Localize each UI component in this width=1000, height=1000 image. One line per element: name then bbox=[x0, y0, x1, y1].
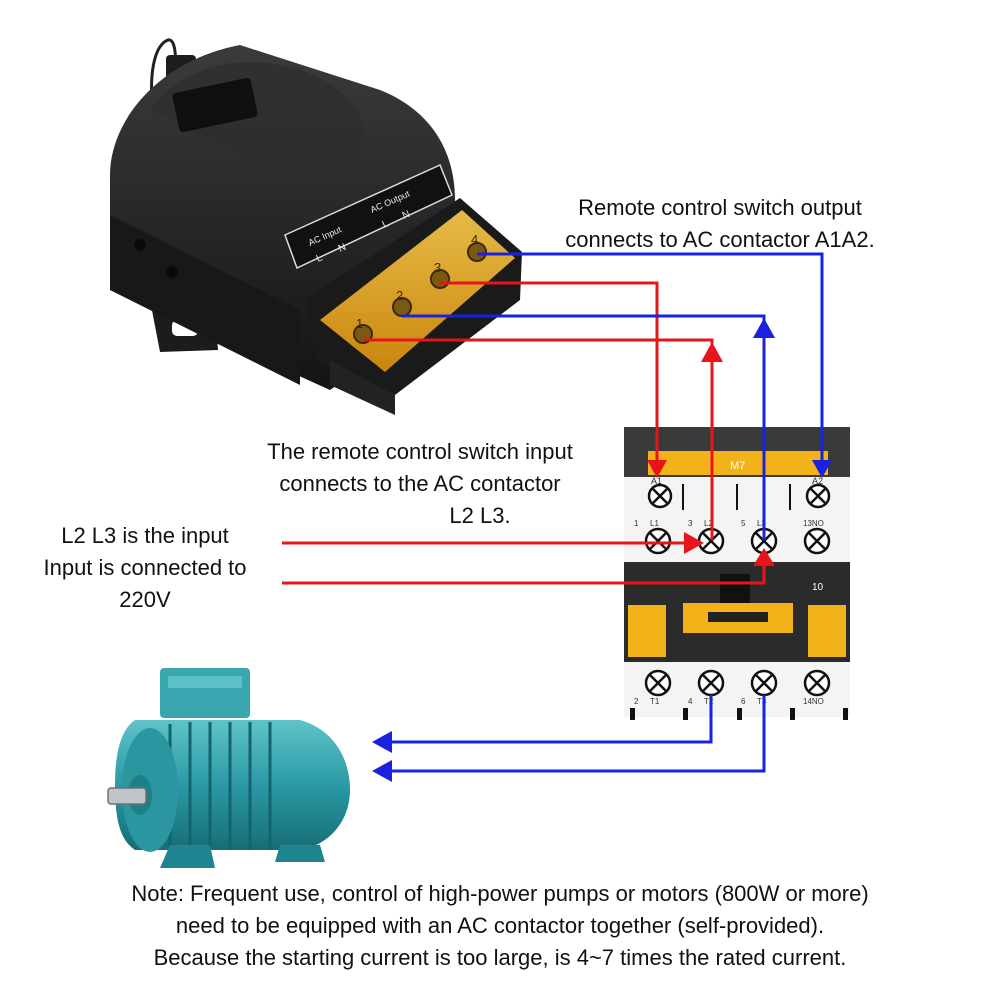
row1-label-3: 3 bbox=[688, 519, 693, 528]
terminal-14no-icon bbox=[803, 669, 831, 697]
note-line: need to be equipped with an AC contactor… bbox=[175, 913, 825, 938]
electric-motor bbox=[107, 668, 350, 868]
caption-relay-output: Remote control switch output connects to… bbox=[520, 192, 920, 256]
terminal-l1-icon bbox=[644, 527, 672, 555]
terminal-label-panel bbox=[284, 163, 453, 270]
relay-input-pin-l: L bbox=[315, 252, 325, 264]
terminal-t2-icon bbox=[697, 669, 725, 697]
wire-t2-to-motor bbox=[392, 695, 713, 744]
footer-note: Note: Frequent use, control of high-powe… bbox=[20, 878, 980, 974]
terminal-number-3: 3 bbox=[434, 260, 441, 275]
relay-output-pin-l: L bbox=[381, 218, 391, 230]
label-a1: A1 bbox=[651, 476, 662, 486]
motor-shaft bbox=[107, 787, 147, 805]
terminal-t3-icon bbox=[750, 669, 778, 697]
row1-label-l1: L1 bbox=[650, 519, 659, 528]
wire-l3-to-relay-input bbox=[402, 314, 766, 540]
caption-line: The remote control switch input bbox=[267, 439, 573, 464]
wire-output-to-a1 bbox=[440, 281, 659, 462]
terminal-number-1: 1 bbox=[356, 316, 363, 331]
caption-line: 220V bbox=[119, 587, 171, 612]
row2-label-t1: T1 bbox=[650, 697, 660, 706]
caption-line: connects to AC contactor A1A2. bbox=[565, 227, 875, 252]
terminal-t1-icon bbox=[644, 669, 672, 697]
note-line: Note: Frequent use, control of high-powe… bbox=[131, 881, 869, 906]
row1-label-l2: L2 bbox=[704, 519, 713, 528]
ac-contactor: M7 A1 A2 1 L1 3 L2 5 L3 13NO bbox=[624, 427, 850, 720]
row2-label-14no: 14NO bbox=[803, 697, 824, 706]
wires bbox=[282, 252, 832, 782]
note-line: Because the starting current is too larg… bbox=[153, 945, 847, 970]
relay-output-pin-n: N bbox=[401, 209, 412, 222]
terminal-number-4: 4 bbox=[471, 232, 478, 247]
caption-line: connects to the AC contactor bbox=[279, 471, 561, 496]
wire-l2-to-relay-input bbox=[363, 338, 714, 540]
motor-foot bbox=[160, 845, 215, 868]
remote-control-relay: AC Input AC Output L N L N 1 2 3 4 bbox=[110, 38, 522, 415]
wire-t3-to-motor bbox=[392, 695, 766, 773]
row2-label-4: 4 bbox=[688, 697, 693, 706]
caption-l2-l3-input: L2 L3 is the input Input is connected to… bbox=[10, 520, 280, 616]
relay-window bbox=[172, 77, 258, 133]
terminal-number-2: 2 bbox=[396, 288, 403, 303]
contactor-aux-number: 10 bbox=[812, 582, 824, 593]
caption-line: L2 L3. bbox=[449, 503, 511, 528]
caption-relay-input: The remote control switch input connects… bbox=[225, 436, 615, 532]
terminal-a2-icon bbox=[805, 483, 831, 509]
label-a2: A2 bbox=[812, 476, 823, 486]
wire-output-to-a2 bbox=[477, 252, 824, 462]
contactor-top-bar bbox=[648, 451, 828, 475]
terminal-a1-icon bbox=[647, 483, 673, 509]
row2-label-t2: T2 bbox=[704, 697, 714, 706]
caption-line: L2 L3 is the input bbox=[61, 523, 229, 548]
wire-220v-l3 bbox=[282, 566, 766, 585]
terminal-13no-icon bbox=[803, 527, 831, 555]
row2-label-2: 2 bbox=[634, 697, 639, 706]
row1-label-l3: L3 bbox=[757, 519, 766, 528]
row1-label-5: 5 bbox=[741, 519, 746, 528]
caption-line: Remote control switch output bbox=[578, 195, 862, 220]
row1-label-1: 1 bbox=[634, 519, 639, 528]
motor-terminal-box bbox=[160, 668, 250, 718]
caption-line: Input is connected to bbox=[43, 555, 247, 580]
row1-label-13no: 13NO bbox=[803, 519, 824, 528]
relay-input-pin-n: N bbox=[337, 242, 348, 255]
terminal-screw-4 bbox=[467, 242, 487, 262]
row2-label-t3: T3 bbox=[757, 697, 767, 706]
contactor-model: M7 bbox=[730, 460, 745, 472]
row2-label-6: 6 bbox=[741, 697, 746, 706]
